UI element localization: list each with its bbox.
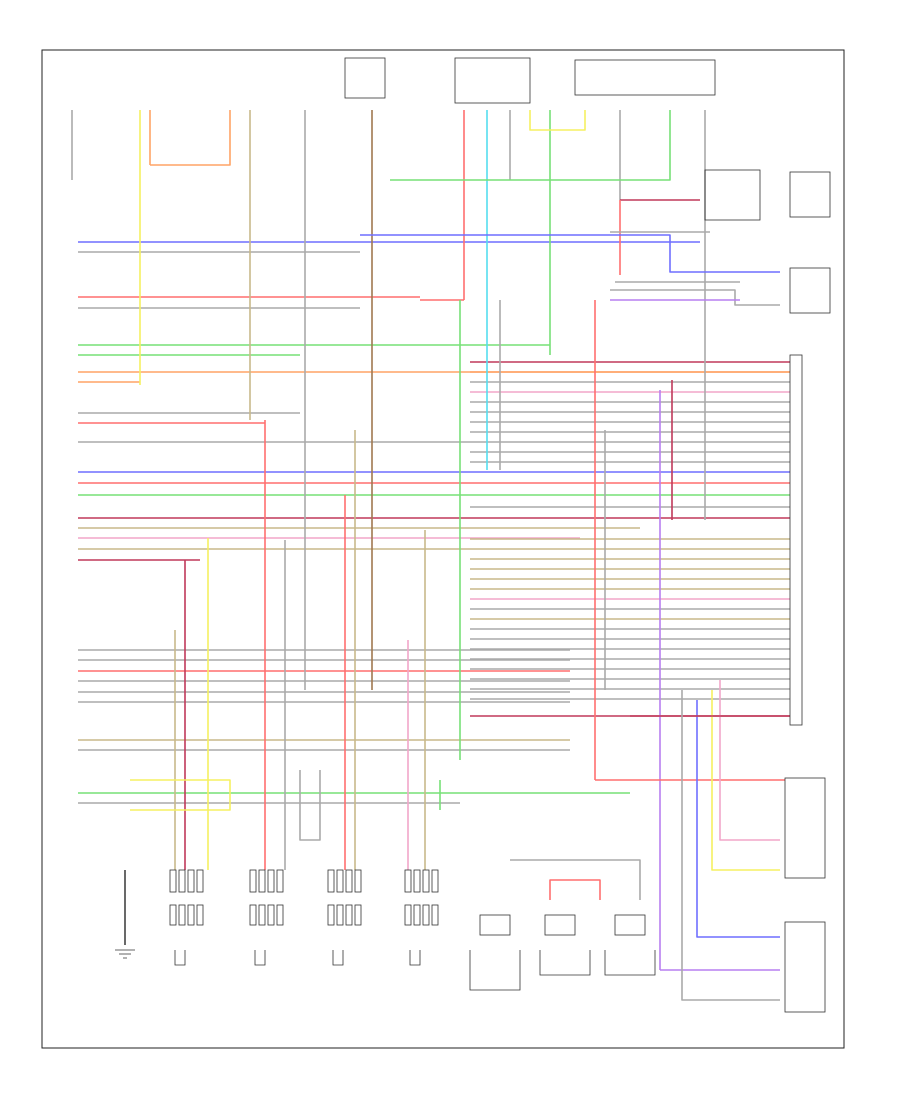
injector-1-pin-lower bbox=[187, 904, 195, 926]
top-right-module-box bbox=[704, 169, 761, 221]
wire bbox=[610, 289, 780, 306]
wire bbox=[681, 690, 780, 1001]
injector-3-pin-lower bbox=[327, 904, 335, 926]
injector-3-pin-lower bbox=[354, 904, 362, 926]
injector-2-pin-lower bbox=[276, 904, 284, 926]
injector-1-pin-lower bbox=[196, 904, 204, 926]
sensor-1 bbox=[469, 950, 521, 991]
wire bbox=[711, 690, 780, 871]
wire bbox=[150, 110, 231, 166]
top-switch-box bbox=[574, 59, 716, 96]
injector-1-pin bbox=[196, 869, 204, 893]
top-relay-box-2 bbox=[454, 57, 531, 104]
injector-2-pin bbox=[267, 869, 275, 893]
injector-2-pin bbox=[276, 869, 284, 893]
wire bbox=[299, 770, 321, 841]
wire bbox=[510, 859, 641, 900]
injector-1-symbol bbox=[174, 950, 186, 966]
injector-1-pin bbox=[187, 869, 195, 893]
injector-1-pin-lower bbox=[178, 904, 186, 926]
injector-3-pin bbox=[354, 869, 362, 893]
injector-2-pin bbox=[258, 869, 266, 893]
injector-4-pin-lower bbox=[404, 904, 412, 926]
injector-4-pin bbox=[413, 869, 421, 893]
injector-2-pin-lower bbox=[258, 904, 266, 926]
injector-2-pin-lower bbox=[267, 904, 275, 926]
wire bbox=[130, 779, 231, 811]
right-connector-1 bbox=[789, 171, 831, 218]
bottom-right-relay-1 bbox=[784, 777, 826, 879]
diagram-frame bbox=[41, 49, 845, 1049]
injector-3-symbol bbox=[332, 950, 344, 966]
bottom-right-relay-2 bbox=[784, 921, 826, 1013]
injector-4-pin-lower bbox=[431, 904, 439, 926]
wire bbox=[549, 879, 601, 900]
injector-3-pin bbox=[345, 869, 353, 893]
right-connector-2 bbox=[789, 267, 831, 314]
ground-symbol bbox=[115, 949, 135, 959]
injector-1-pin-lower bbox=[169, 904, 177, 926]
wire bbox=[360, 234, 780, 273]
injector-4-pin bbox=[431, 869, 439, 893]
sensor-2-connector bbox=[544, 914, 576, 936]
wire bbox=[719, 680, 780, 841]
sensor-3-connector bbox=[614, 914, 646, 936]
sensor-1-connector bbox=[479, 914, 511, 936]
wire-layer bbox=[71, 110, 790, 1001]
component-layer bbox=[115, 57, 831, 1013]
injector-1-pin bbox=[169, 869, 177, 893]
ecu-connector-right bbox=[789, 354, 803, 726]
sensor-3 bbox=[604, 950, 656, 976]
injector-4-pin-lower bbox=[422, 904, 430, 926]
injector-3-pin bbox=[327, 869, 335, 893]
injector-2-pin-lower bbox=[249, 904, 257, 926]
wire bbox=[529, 110, 586, 131]
injector-2-symbol bbox=[254, 950, 266, 966]
injector-4-pin bbox=[404, 869, 412, 893]
wire bbox=[390, 110, 671, 181]
injector-3-pin-lower bbox=[345, 904, 353, 926]
wire bbox=[696, 700, 780, 938]
injector-3-pin bbox=[336, 869, 344, 893]
sensor-2 bbox=[539, 950, 591, 976]
injector-3-pin-lower bbox=[336, 904, 344, 926]
injector-4-symbol bbox=[409, 950, 421, 966]
injector-2-pin bbox=[249, 869, 257, 893]
injector-1-pin bbox=[178, 869, 186, 893]
injector-4-pin-lower bbox=[413, 904, 421, 926]
top-relay-box-1 bbox=[344, 57, 386, 99]
injector-4-pin bbox=[422, 869, 430, 893]
